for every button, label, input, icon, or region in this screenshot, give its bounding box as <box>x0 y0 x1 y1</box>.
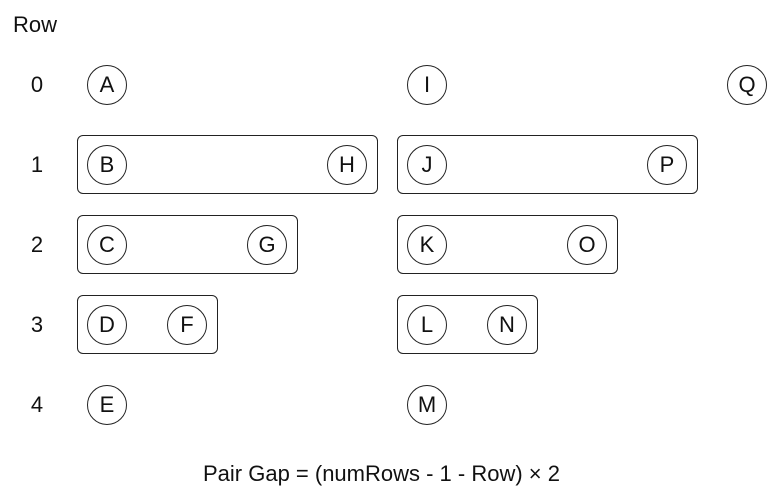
node-i: I <box>407 65 447 105</box>
node-l: L <box>407 305 447 345</box>
node-d: D <box>87 305 127 345</box>
node-j: J <box>407 145 447 185</box>
pair-box-row-1-group-1 <box>77 135 378 194</box>
node-f: F <box>167 305 207 345</box>
pair-gap-formula: Pair Gap = (numRows - 1 - Row) × 2 <box>202 461 560 486</box>
row-label-3: 3 <box>30 312 44 337</box>
node-o: O <box>567 225 607 265</box>
pair-box-row-3-group-1 <box>77 295 218 354</box>
row-label-0: 0 <box>30 72 44 97</box>
pair-box-row-1-group-2 <box>397 135 698 194</box>
pair-box-row-2-group-1 <box>77 215 298 274</box>
node-k: K <box>407 225 447 265</box>
row-column-header: Row <box>13 12 58 37</box>
row-label-2: 2 <box>30 232 44 257</box>
node-q: Q <box>727 65 767 105</box>
row-label-1: 1 <box>30 152 44 177</box>
node-b: B <box>87 145 127 185</box>
node-n: N <box>487 305 527 345</box>
row-label-4: 4 <box>30 392 44 417</box>
node-c: C <box>87 225 127 265</box>
pair-box-row-3-group-2 <box>397 295 538 354</box>
node-e: E <box>87 385 127 425</box>
node-p: P <box>647 145 687 185</box>
pair-box-row-2-group-2 <box>397 215 618 274</box>
node-a: A <box>87 65 127 105</box>
node-h: H <box>327 145 367 185</box>
node-m: M <box>407 385 447 425</box>
node-g: G <box>247 225 287 265</box>
